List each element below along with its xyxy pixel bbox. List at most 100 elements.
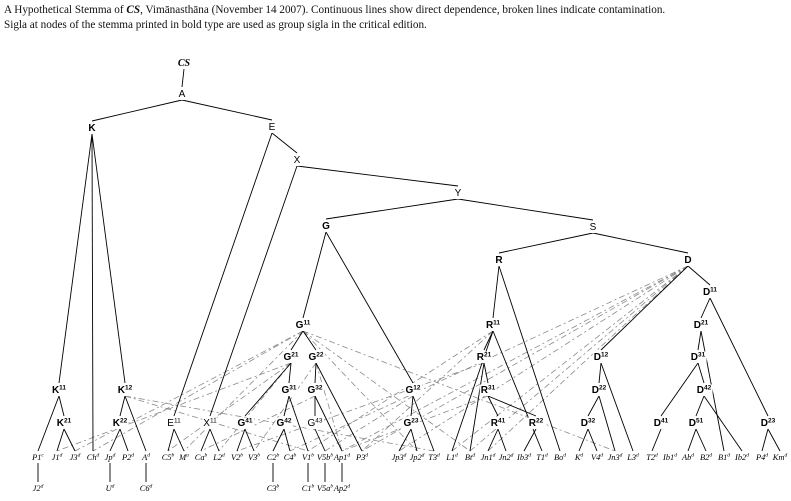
label-background <box>283 453 297 461</box>
label-background <box>680 453 695 461</box>
manuscript-siglum-ib2: Ib2d <box>734 453 749 463</box>
stemma-node-g32: G32 <box>307 385 322 397</box>
stemma-node-g11: G11 <box>296 320 311 332</box>
dependence-line <box>498 232 594 254</box>
contamination-line <box>302 330 471 452</box>
label-background <box>588 222 598 233</box>
contamination-line <box>341 265 689 452</box>
dependence-line <box>697 330 702 351</box>
dependence-line <box>695 428 707 452</box>
label-background <box>409 453 425 461</box>
dependence-line <box>173 428 185 452</box>
dependence-line <box>492 330 543 452</box>
stemma-node-cs: CS <box>178 58 191 69</box>
manuscript-siglum-ib1: Ib1d <box>662 453 677 463</box>
manuscript-siglum-bo: Bod <box>554 453 566 463</box>
label-background <box>494 255 505 266</box>
manuscript-siglum-j2: J2d <box>33 484 44 494</box>
dependence-line <box>398 428 412 452</box>
stemma-node-y: Y <box>455 188 462 199</box>
label-background <box>475 351 493 363</box>
caption-text: A Hypothetical Stemma of <box>4 4 127 16</box>
manuscript-siglum-ap2: Ap2d <box>333 484 351 494</box>
dependence-line <box>523 428 537 452</box>
dependence-line <box>492 265 500 319</box>
manuscript-siglum-b2: B2d <box>700 453 712 463</box>
label-background <box>51 453 63 461</box>
label-background <box>116 384 134 396</box>
label-background <box>212 453 226 461</box>
manuscript-siglum-c2: C2b <box>267 453 280 463</box>
dependence-line <box>314 428 326 452</box>
stemma-node-k21: K21 <box>57 418 72 430</box>
manuscript-siglum-km: Kmd <box>772 453 788 463</box>
manuscript-siglum-ib3: Ib3d <box>516 453 531 463</box>
label-background <box>699 453 713 461</box>
dependence-line <box>314 362 317 384</box>
manuscript-siglum-l2: L2d <box>212 453 225 463</box>
dependence-line <box>271 132 298 154</box>
label-background <box>391 453 407 461</box>
label-background <box>527 417 545 429</box>
dependence-line <box>660 362 699 417</box>
manuscript-siglum-jn1: Jn1d <box>481 453 496 463</box>
contamination-line <box>315 362 343 452</box>
contamination-line <box>167 362 292 452</box>
label-background <box>573 453 584 461</box>
stemma-node-d21: D21 <box>694 320 709 332</box>
dependence-line <box>709 297 769 417</box>
contamination-line <box>307 330 494 452</box>
label-background <box>230 453 244 461</box>
label-background <box>498 453 514 461</box>
label-background <box>404 384 422 396</box>
manuscript-siglum-ch: Chd <box>87 453 100 463</box>
manuscript-siglum-j1: J1d <box>52 453 63 463</box>
caption-text: , Vimānasthāna (November 14 2007). Conti… <box>140 4 666 16</box>
label-background <box>428 453 441 461</box>
manuscript-siglum-c3: C3b <box>267 484 280 494</box>
label-background <box>139 484 153 492</box>
stemma-node-g43: G43 <box>307 418 322 430</box>
label-background <box>247 453 261 461</box>
stemma-node-g22: G22 <box>308 352 323 364</box>
stemma-node-a: A <box>179 89 186 100</box>
dependence-line <box>181 99 273 121</box>
label-background <box>32 484 44 492</box>
contamination-line <box>183 330 304 452</box>
caption-line-2: Sigla at nodes of the stemma printed in … <box>4 19 427 31</box>
manuscript-siglum-m: Ma <box>178 453 189 463</box>
dependence-line <box>124 395 147 452</box>
label-background <box>194 453 208 461</box>
stemma-node-g23: G23 <box>403 418 418 430</box>
caption-line-1: A Hypothetical Stemma of CS, Vimānasthān… <box>4 3 789 18</box>
label-background <box>332 453 351 461</box>
label-background <box>607 453 623 461</box>
stemma-node-g21: G21 <box>283 352 298 364</box>
label-background <box>306 384 324 396</box>
label-background <box>267 122 277 133</box>
label-background <box>579 417 597 429</box>
manuscript-siglum-ab: Abd <box>681 453 694 463</box>
stemma-node-d: D <box>684 255 691 266</box>
stemma-node-k11: K11 <box>52 385 66 397</box>
manuscript-siglum-ap1: Ap1d <box>333 453 351 463</box>
dependence-line <box>410 395 414 417</box>
label-background <box>453 188 463 199</box>
dependence-line <box>703 395 743 452</box>
stemma-node-d42: D42 <box>697 385 712 397</box>
dependence-line <box>412 395 435 452</box>
dependence-line <box>288 362 292 384</box>
manuscript-siglum-v4: V4d <box>591 453 603 463</box>
label-background <box>592 351 610 363</box>
label-background <box>292 155 302 166</box>
label-background <box>266 484 280 492</box>
label-background <box>161 453 175 461</box>
dependence-line <box>200 428 211 452</box>
label-background <box>480 453 496 461</box>
manuscript-siglum-v3: V3b <box>248 453 260 463</box>
stemma-node-d12: D12 <box>594 352 609 364</box>
label-background <box>536 453 549 461</box>
label-background <box>120 453 135 461</box>
